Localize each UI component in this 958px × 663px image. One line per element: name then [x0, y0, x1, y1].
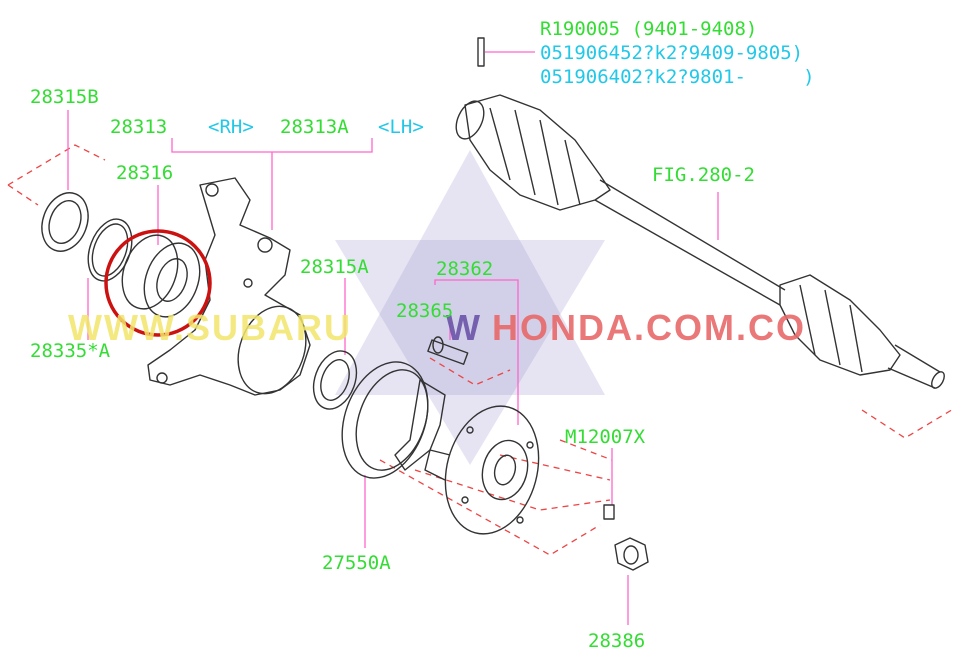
- label-rh: <RH>: [208, 116, 254, 138]
- watermark-right: HONDA.COM.CO: [492, 307, 806, 348]
- watermark-left: WWW.SUBARU: [68, 307, 352, 348]
- label-28313: 28313: [110, 116, 168, 138]
- leader-lines: [67, 51, 719, 625]
- label-fig-280-2: FIG.280-2: [652, 164, 755, 186]
- label-28335a: 28335*A: [30, 340, 111, 362]
- label-28365: 28365: [396, 300, 454, 322]
- reference-outlines: [7, 144, 956, 556]
- label-28315b: 28315B: [30, 86, 99, 108]
- label-lh: <LH>: [378, 116, 424, 138]
- label-28313a: 28313A: [280, 116, 349, 138]
- label-27550a: 27550A: [322, 552, 391, 574]
- note-051906402: 051906402?k2?9801- ): [540, 66, 815, 88]
- watermark-mid: W: [446, 307, 482, 348]
- note-051906452: 051906452?k2?9409-9805): [540, 42, 804, 64]
- note-r190005: R190005 (9401-9408): [540, 18, 758, 40]
- label-28362: 28362: [436, 258, 494, 280]
- star-watermark: [335, 150, 605, 465]
- label-m12007x: M12007X: [565, 426, 646, 448]
- label-28386: 28386: [588, 630, 646, 652]
- highlight-circle: [104, 229, 212, 337]
- label-28316: 28316: [116, 162, 174, 184]
- label-28315a: 28315A: [300, 256, 369, 278]
- parts-line-art: [41, 37, 945, 571]
